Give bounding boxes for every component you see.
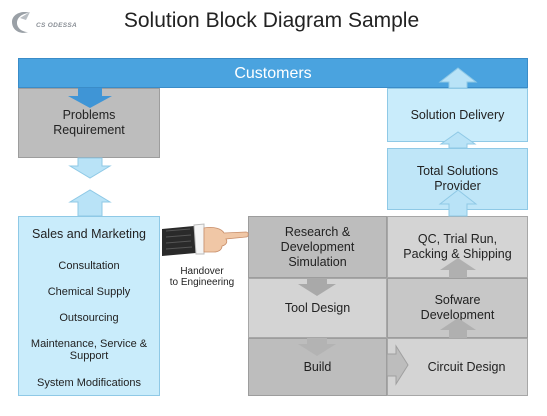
arrow-qc-to-total <box>438 189 478 217</box>
arrow-software-to-qc <box>440 258 476 278</box>
arrow-research-to-tool <box>298 278 336 296</box>
circuit-design-box[interactable]: Circuit Design <box>387 338 528 396</box>
build-box[interactable]: Build <box>248 338 387 396</box>
arrow-problems-down <box>68 157 112 179</box>
arrow-delivery-to-customers <box>438 67 478 89</box>
logo-text: CS ODESSA <box>36 22 77 29</box>
logo-swoosh-icon <box>12 12 30 33</box>
arrow-tool-to-build <box>298 338 336 356</box>
sales-item-consultation: Consultation <box>58 260 120 272</box>
customers-bar[interactable]: Customers <box>18 58 528 88</box>
arrow-build-to-circuit <box>386 344 409 386</box>
page-title: Solution Block Diagram Sample <box>123 9 420 32</box>
arrow-customers-to-problems <box>68 88 112 108</box>
handover-label: Handover to Engineering <box>169 266 235 288</box>
arrow-circuit-to-software <box>440 318 476 338</box>
research-development-box[interactable]: Research & Development Simulation <box>248 216 387 278</box>
sales-item-chemical-supply: Chemical Supply <box>47 286 131 298</box>
sales-item-system-modifications: System Modifications <box>37 377 141 389</box>
logo: CS ODESSA <box>8 8 98 34</box>
software-development-box[interactable]: Sofware Development <box>387 278 528 338</box>
pointing-hand-icon <box>162 223 249 256</box>
sales-item-outsourcing: Outsourcing <box>59 312 119 324</box>
sales-item-maintenance: Maintenance, Service & Support <box>30 338 148 362</box>
arrow-sales-up <box>68 189 112 217</box>
sales-marketing-title: Sales and Marketing <box>32 227 146 241</box>
arrow-total-to-delivery <box>439 131 477 149</box>
sales-marketing-panel[interactable] <box>18 216 160 396</box>
